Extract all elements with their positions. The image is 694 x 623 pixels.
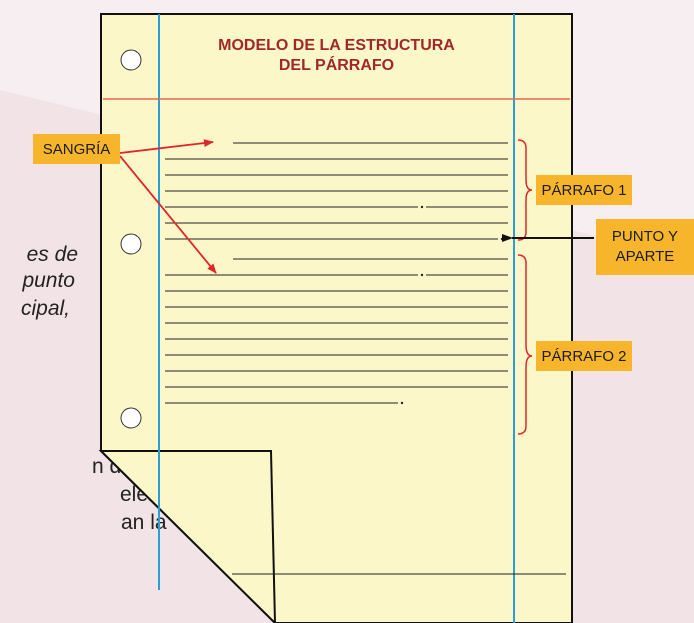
title-line-1: MODELO DE LA ESTRUCTURA [218,37,455,54]
sangria-arrow-2 [119,155,217,274]
punto-label-line-2: APARTE [615,248,675,265]
parrafo-1-label-text: PÁRRAFO 1 [541,181,627,199]
sangria-label: SANGRÍA [33,134,120,164]
parrafo-2-label-text: PÁRRAFO 2 [541,347,627,365]
bg-text-line: es de [26,243,78,266]
sangria-label-text: SANGRÍA [42,140,111,158]
paragraph-1-lines [165,142,508,240]
binder-hole [120,49,142,71]
binder-hole [120,233,142,255]
bg-text-line: cipal, [20,297,70,320]
sangria-arrow-1 [119,139,214,154]
diagram-title: MODELO DE LA ESTRUCTURA DEL PÁRRAFO [160,36,513,76]
folded-corner [98,450,277,623]
paragraph-1-brace [517,139,533,241]
bg-text-line: punto [22,269,75,292]
title-line-2: DEL PÁRRAFO [278,57,395,74]
paragraph-2-brace [517,254,533,435]
binder-hole [120,407,142,429]
punto-label-line-1: PUNTO Y [611,228,679,245]
punto-y-aparte-label: PUNTO Y APARTE [596,219,694,275]
bg-text-line: an la [121,511,167,534]
paragraph-2-lines [165,258,508,404]
parrafo-1-label: PÁRRAFO 1 [536,175,632,205]
notebook-page [100,13,573,623]
parrafo-2-label: PÁRRAFO 2 [536,341,632,371]
